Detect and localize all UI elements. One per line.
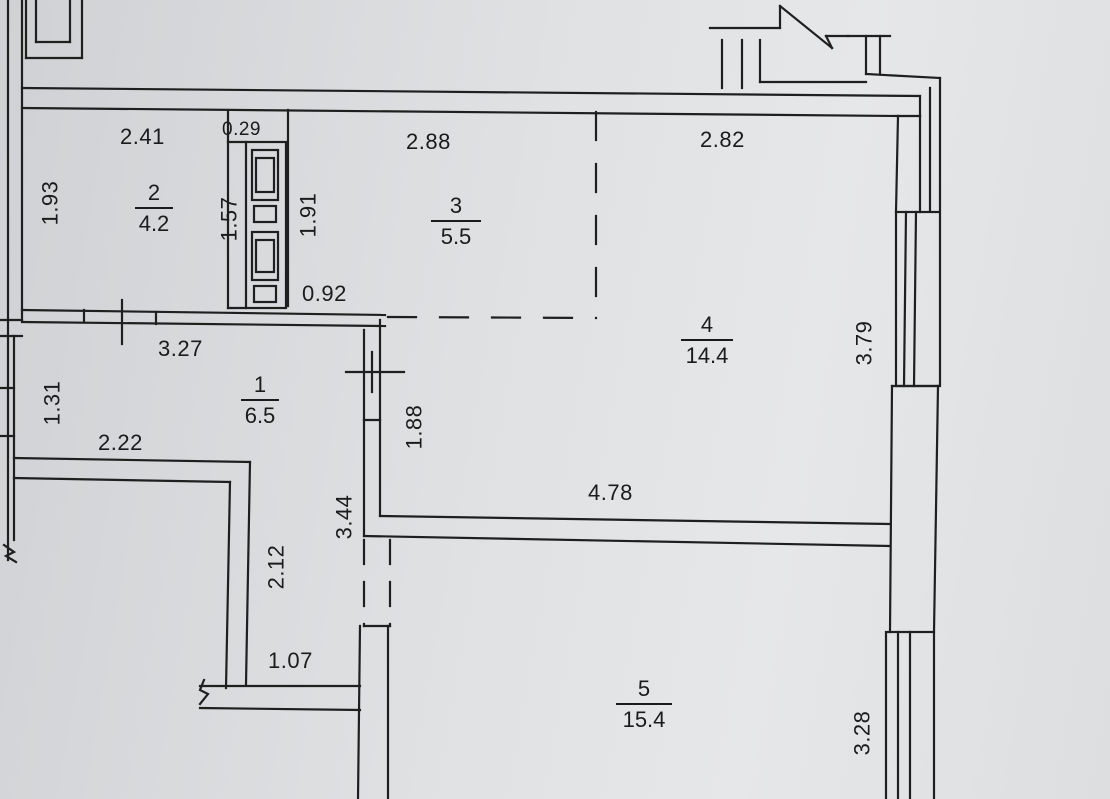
dim-room1-side: 1.31 (39, 380, 65, 426)
room-5-divider (616, 703, 672, 705)
room-4-divider (681, 339, 733, 341)
hall-door (362, 538, 392, 628)
wall-room1-bottom (12, 456, 252, 690)
dim-room4-top-width: 2.82 (700, 127, 745, 152)
dim-room2-width: 2.41 (120, 124, 165, 149)
top-left-stub (24, 0, 84, 60)
room-2-label: 2 4.2 (124, 182, 184, 235)
room-3-area: 5.5 (440, 223, 472, 249)
room-2-divider (135, 207, 173, 209)
balcony-break (708, 4, 942, 212)
dim-room1-bottom: 2.22 (98, 430, 143, 455)
dim-room1-right: 1.88 (401, 404, 427, 450)
dim-room5-height: 3.28 (849, 710, 875, 756)
room-3-number: 3 (449, 193, 463, 218)
left-wall (0, 0, 24, 564)
room-4-label: 4 14.4 (672, 314, 742, 367)
room-5-label: 5 15.4 (608, 678, 680, 731)
room-5-number: 5 (637, 676, 651, 701)
ventilation-shaft (226, 108, 290, 310)
room-1-area: 6.5 (244, 402, 276, 428)
room-4-number: 4 (700, 312, 714, 337)
dim-room2-height: 1.93 (37, 180, 63, 226)
dim-room3-width: 2.88 (406, 129, 451, 154)
room-2-area: 4.2 (138, 210, 170, 236)
dim-shaft-height-a: 1.57 (216, 196, 242, 242)
room-1-divider (241, 399, 279, 401)
dim-room4-height: 3.79 (851, 320, 877, 366)
room-2-number: 2 (147, 180, 161, 205)
kitchen-boundary (386, 110, 598, 320)
wall-room4-room5 (362, 514, 892, 548)
wall-room1-right (344, 318, 406, 538)
room-3-divider (431, 220, 481, 222)
room-5-area: 15.4 (622, 706, 666, 732)
dim-shaft-width: 0.29 (222, 119, 261, 140)
room-4-area: 14.4 (685, 342, 729, 368)
wall-room2-bottom (20, 298, 387, 346)
dim-inner-wall: 2.12 (263, 544, 289, 590)
dim-shaft-height-b: 1.91 (295, 192, 321, 238)
dim-room5-width: 4.78 (588, 480, 633, 505)
room-1-number: 1 (253, 372, 267, 397)
dim-shaft-bottom: 0.92 (302, 281, 347, 306)
room-1-label: 1 6.5 (230, 374, 290, 427)
dim-hall-width: 3.27 (158, 336, 203, 361)
top-wall (20, 86, 922, 118)
dim-hall-height: 3.44 (331, 494, 357, 540)
dim-niche-width: 1.07 (268, 648, 313, 673)
niche-wall (198, 678, 362, 712)
hall-wall-lower (356, 624, 392, 799)
room-3-label: 3 5.5 (426, 195, 486, 248)
right-wall (884, 114, 942, 799)
